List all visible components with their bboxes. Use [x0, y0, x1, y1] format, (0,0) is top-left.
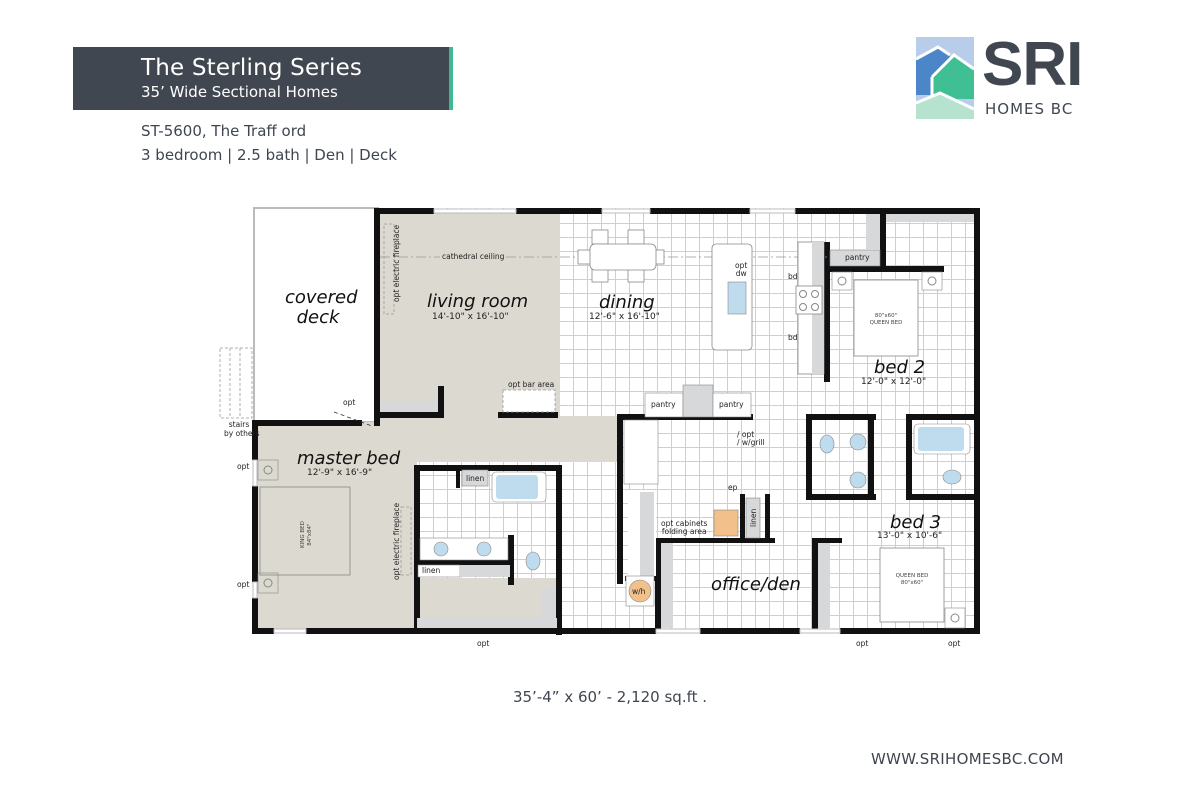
- cathedral-ceiling-note: cathedral ceiling: [440, 252, 507, 261]
- stairs-label: by others: [224, 429, 260, 438]
- house-logo-icon: [916, 37, 974, 119]
- logo-subtitle: HOMES BC: [985, 100, 1074, 118]
- bed-label: QUEEN BED: [869, 320, 903, 326]
- cabinets-note: opt cabinets folding area: [661, 520, 707, 536]
- opt-dishwasher-note: opt dw: [735, 262, 747, 278]
- grill-label: / opt: [737, 430, 755, 439]
- master-fireplace-note: opt electric fireplace: [392, 502, 401, 580]
- stairs-note: stairs by others: [224, 420, 260, 438]
- logo-wordmark: SRI: [982, 30, 1083, 99]
- model-name: ST-5600, The Traff ord: [141, 122, 307, 140]
- pantry-label: pantry: [845, 253, 870, 262]
- grill-label: / w/grill: [737, 438, 765, 447]
- window-opt-note: opt: [856, 639, 869, 648]
- bulkhead-label: bd: [788, 272, 798, 281]
- king-bed: KING BED 84"x84": [300, 521, 314, 548]
- room-dining-dims: 12'-6" x 16'-10": [589, 312, 660, 322]
- room-master-bed-label: master bed: [297, 448, 401, 469]
- model-specs: 3 bedroom | 2.5 bath | Den | Deck: [141, 146, 397, 164]
- room-living-room-dims: 14'-10" x 16'-10": [432, 312, 509, 322]
- water-heater-label: w/h: [632, 587, 646, 596]
- cabinets-label: folding area: [661, 527, 707, 536]
- living-fireplace-note: opt electric fireplace: [392, 224, 401, 302]
- bed-size: 80"x60": [900, 580, 924, 586]
- room-covered-deck: covered deck: [285, 287, 358, 328]
- deck-opt-note: opt: [343, 398, 356, 407]
- room-living-room-label: living room: [427, 291, 529, 312]
- room-label: covered: [285, 287, 358, 308]
- window-opt-note: opt: [237, 580, 250, 589]
- pantry-label: pantry: [651, 400, 676, 409]
- room-dining-label: dining: [599, 292, 655, 313]
- bar-area-note: opt bar area: [508, 380, 555, 389]
- bulkhead-label: bd: [788, 333, 798, 342]
- room-bed-2-label: bed 2: [874, 357, 926, 378]
- bed-label: QUEEN BED: [895, 573, 929, 579]
- opt-grill-note: / opt / w/grill: [737, 431, 765, 447]
- electrical-panel-label: ep: [728, 483, 738, 492]
- room-bed-3-dims: 13'-0" x 10'-6": [877, 531, 943, 541]
- dw-label: dw: [735, 269, 747, 278]
- pantry-label: pantry: [719, 400, 744, 409]
- dw-label: opt: [735, 261, 748, 270]
- linen-label: linen: [749, 508, 758, 527]
- window-opt-note: opt: [948, 639, 961, 648]
- room-master-bed-dims: 12'-9" x 16'-9": [307, 468, 373, 478]
- series-subtitle: 35’ Wide Sectional Homes: [141, 83, 338, 101]
- linen-label: linen: [422, 566, 441, 575]
- bed-size: 80"x60": [874, 313, 898, 319]
- series-title: The Sterling Series: [141, 55, 363, 81]
- sri-logo: SRI HOMES BC: [916, 30, 1086, 122]
- bed-label: KING BED: [300, 521, 306, 548]
- queen-bed-3: QUEEN BED 80"x60": [882, 573, 942, 587]
- linen-label: linen: [466, 474, 485, 483]
- stairs-label: stairs: [228, 420, 250, 429]
- website-link[interactable]: WWW.SRIHOMESBC.COM: [871, 750, 1064, 768]
- room-bed-2-dims: 12'-0" x 12'-0": [861, 377, 927, 387]
- cabinets-label: opt cabinets: [661, 519, 708, 528]
- window-opt-note: opt: [477, 639, 490, 648]
- series-banner: The Sterling Series 35’ Wide Sectional H…: [73, 47, 453, 110]
- room-label: deck: [296, 307, 340, 328]
- room-office-den-label: office/den: [711, 574, 801, 595]
- bed-size: 84"x84": [307, 523, 313, 546]
- floor-plan-dimensions: 35’-4” x 60’ - 2,120 sq.ft .: [512, 688, 708, 706]
- room-bed-3-label: bed 3: [890, 512, 942, 533]
- queen-bed-2: 80"x60" QUEEN BED: [856, 313, 916, 327]
- window-opt-note: opt: [237, 462, 250, 471]
